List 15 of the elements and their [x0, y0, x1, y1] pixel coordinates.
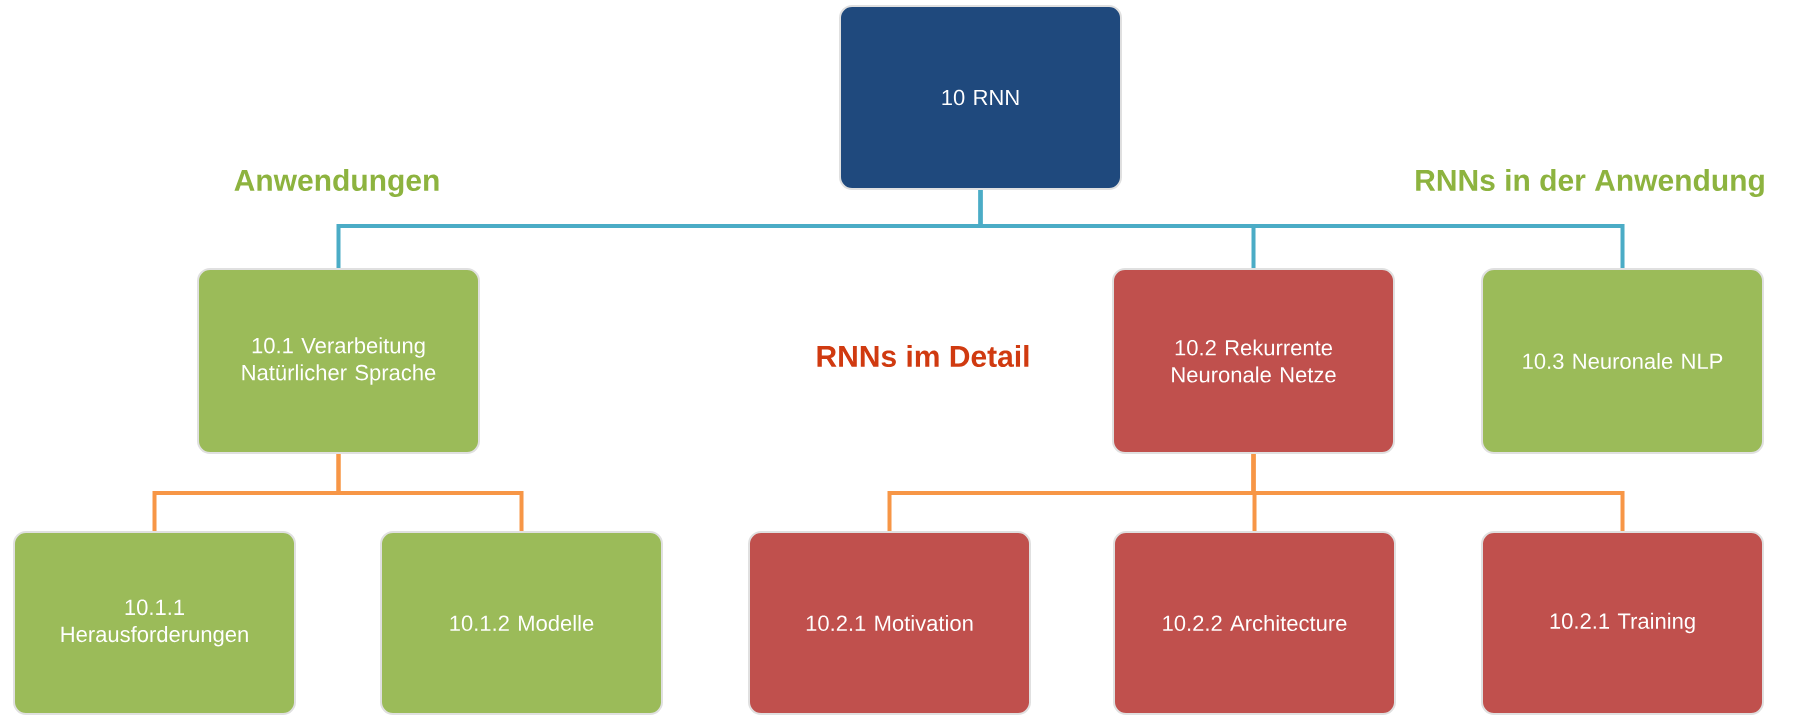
section-label: Anwendungen	[234, 168, 439, 198]
topic-box: 10.2.2 Architecture	[1113, 531, 1396, 715]
topic-box: 10.2.1 Motivation	[748, 531, 1031, 715]
connector-line	[336, 454, 524, 531]
topic-box: 10.2.1 Training	[1481, 531, 1764, 715]
topic-box: 10.3 Neuronale NLP	[1481, 268, 1764, 454]
topic-box: 10.2 Rekurrente Neuronale Netze	[1112, 268, 1395, 454]
connector-line	[978, 190, 1625, 268]
section-label: RNNs im Detail	[817, 345, 1029, 368]
connector-line	[1251, 454, 1625, 531]
section-label: RNNs in der Anwendung	[1416, 168, 1764, 198]
topic-box: 10.1.1 Herausforderungen	[13, 531, 296, 715]
topic-box: 10 RNN	[839, 5, 1122, 190]
topic-box: 10.1.2 Modelle	[380, 531, 663, 715]
topic-box: 10.1 Verarbeitung Natürlicher Sprache	[197, 268, 480, 454]
